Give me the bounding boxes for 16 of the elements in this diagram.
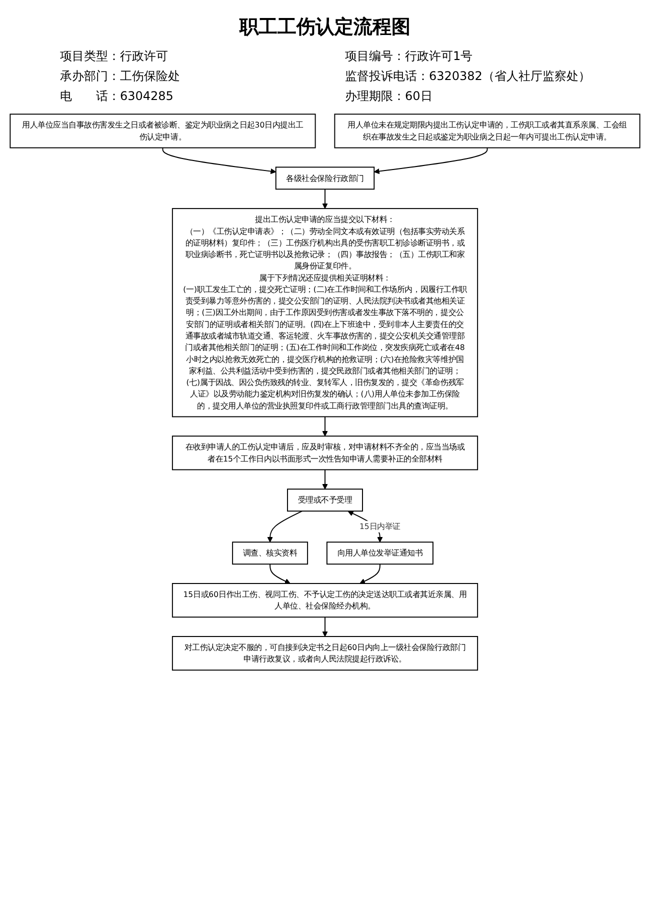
info-label: 项目类型：行政许可 — [60, 48, 168, 65]
arrow — [322, 416, 328, 436]
arrow — [374, 147, 488, 174]
arrow — [270, 564, 290, 584]
info-label: 项目编号：行政许可1号 — [345, 48, 473, 65]
diagram-title: 职工工伤认定流程图 — [238, 15, 412, 40]
arrow — [322, 469, 328, 490]
arrow — [162, 147, 276, 174]
info-label: 电 话：6304285 — [60, 88, 174, 105]
info-label: 承办部门：工伤保险处 — [60, 68, 180, 85]
arrow — [322, 188, 328, 209]
arrow — [322, 616, 328, 637]
info-label: 监督投诉电话：6320382（省人社厅监察处） — [345, 68, 590, 85]
arrow — [267, 510, 303, 542]
info-label: 办理期限：60日 — [345, 88, 432, 105]
arrow — [360, 564, 380, 584]
